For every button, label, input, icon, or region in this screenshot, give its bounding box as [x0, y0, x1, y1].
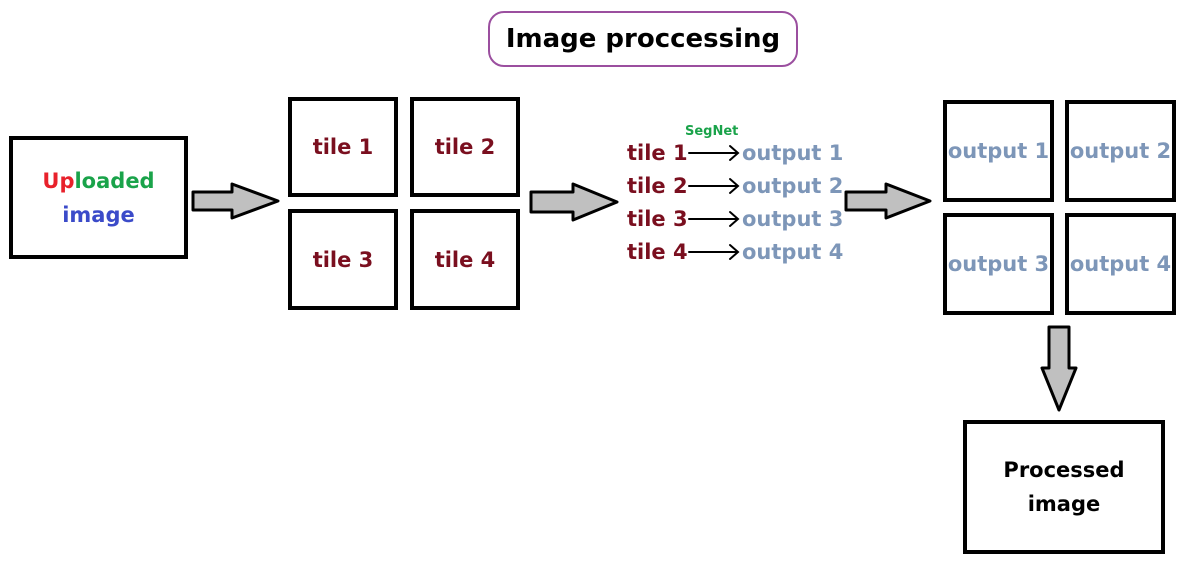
uploaded-label-image: image: [62, 202, 135, 227]
processed-label-line2: image: [1027, 492, 1101, 516]
processed-image-label: Processed image: [1003, 453, 1124, 521]
uploaded-label-part-loaded: loaded: [74, 168, 155, 193]
pipeline-output-3: output 3: [742, 207, 844, 231]
processed-image-box: Processed image: [963, 420, 1165, 554]
pipeline-tile-3: tile 3: [627, 207, 688, 231]
tile-box-3: tile 3: [288, 209, 398, 310]
tile-box-1: tile 1: [288, 97, 398, 197]
output-box-2: output 2: [1065, 100, 1176, 202]
processed-label-line1: Processed: [1003, 458, 1125, 482]
thin-arrowhead-4: [729, 244, 740, 260]
output-box-3: output 3: [943, 213, 1054, 315]
flow-arrow-down: [1040, 325, 1078, 412]
tile-box-2: tile 2: [410, 97, 520, 197]
output-box-4: output 4: [1065, 213, 1176, 315]
pipeline-output-1: output 1: [742, 141, 844, 165]
flow-arrow-right-3: [844, 182, 932, 220]
pipeline-tile-2: tile 2: [627, 174, 688, 198]
pipeline-output-4: output 4: [742, 240, 844, 264]
pipeline-tile-4: tile 4: [627, 240, 688, 264]
thin-arrowhead-2: [729, 178, 740, 194]
pipeline-tile-1: tile 1: [627, 141, 688, 165]
uploaded-image-box: Uploaded image: [9, 136, 188, 259]
thin-arrowhead-1: [729, 145, 740, 161]
flow-arrow-right-2: [529, 182, 619, 222]
tile-box-4: tile 4: [410, 209, 520, 310]
flow-arrow-right-1: [191, 182, 280, 220]
diagram-title: Image proccessing: [488, 11, 798, 67]
output-box-1: output 1: [943, 100, 1054, 202]
thin-arrowhead-3: [729, 211, 740, 227]
segnet-label: SegNet: [685, 124, 739, 139]
uploaded-image-label: Uploaded image: [42, 164, 154, 232]
pipeline-output-2: output 2: [742, 174, 844, 198]
uploaded-label-part-up: Up: [42, 168, 75, 193]
